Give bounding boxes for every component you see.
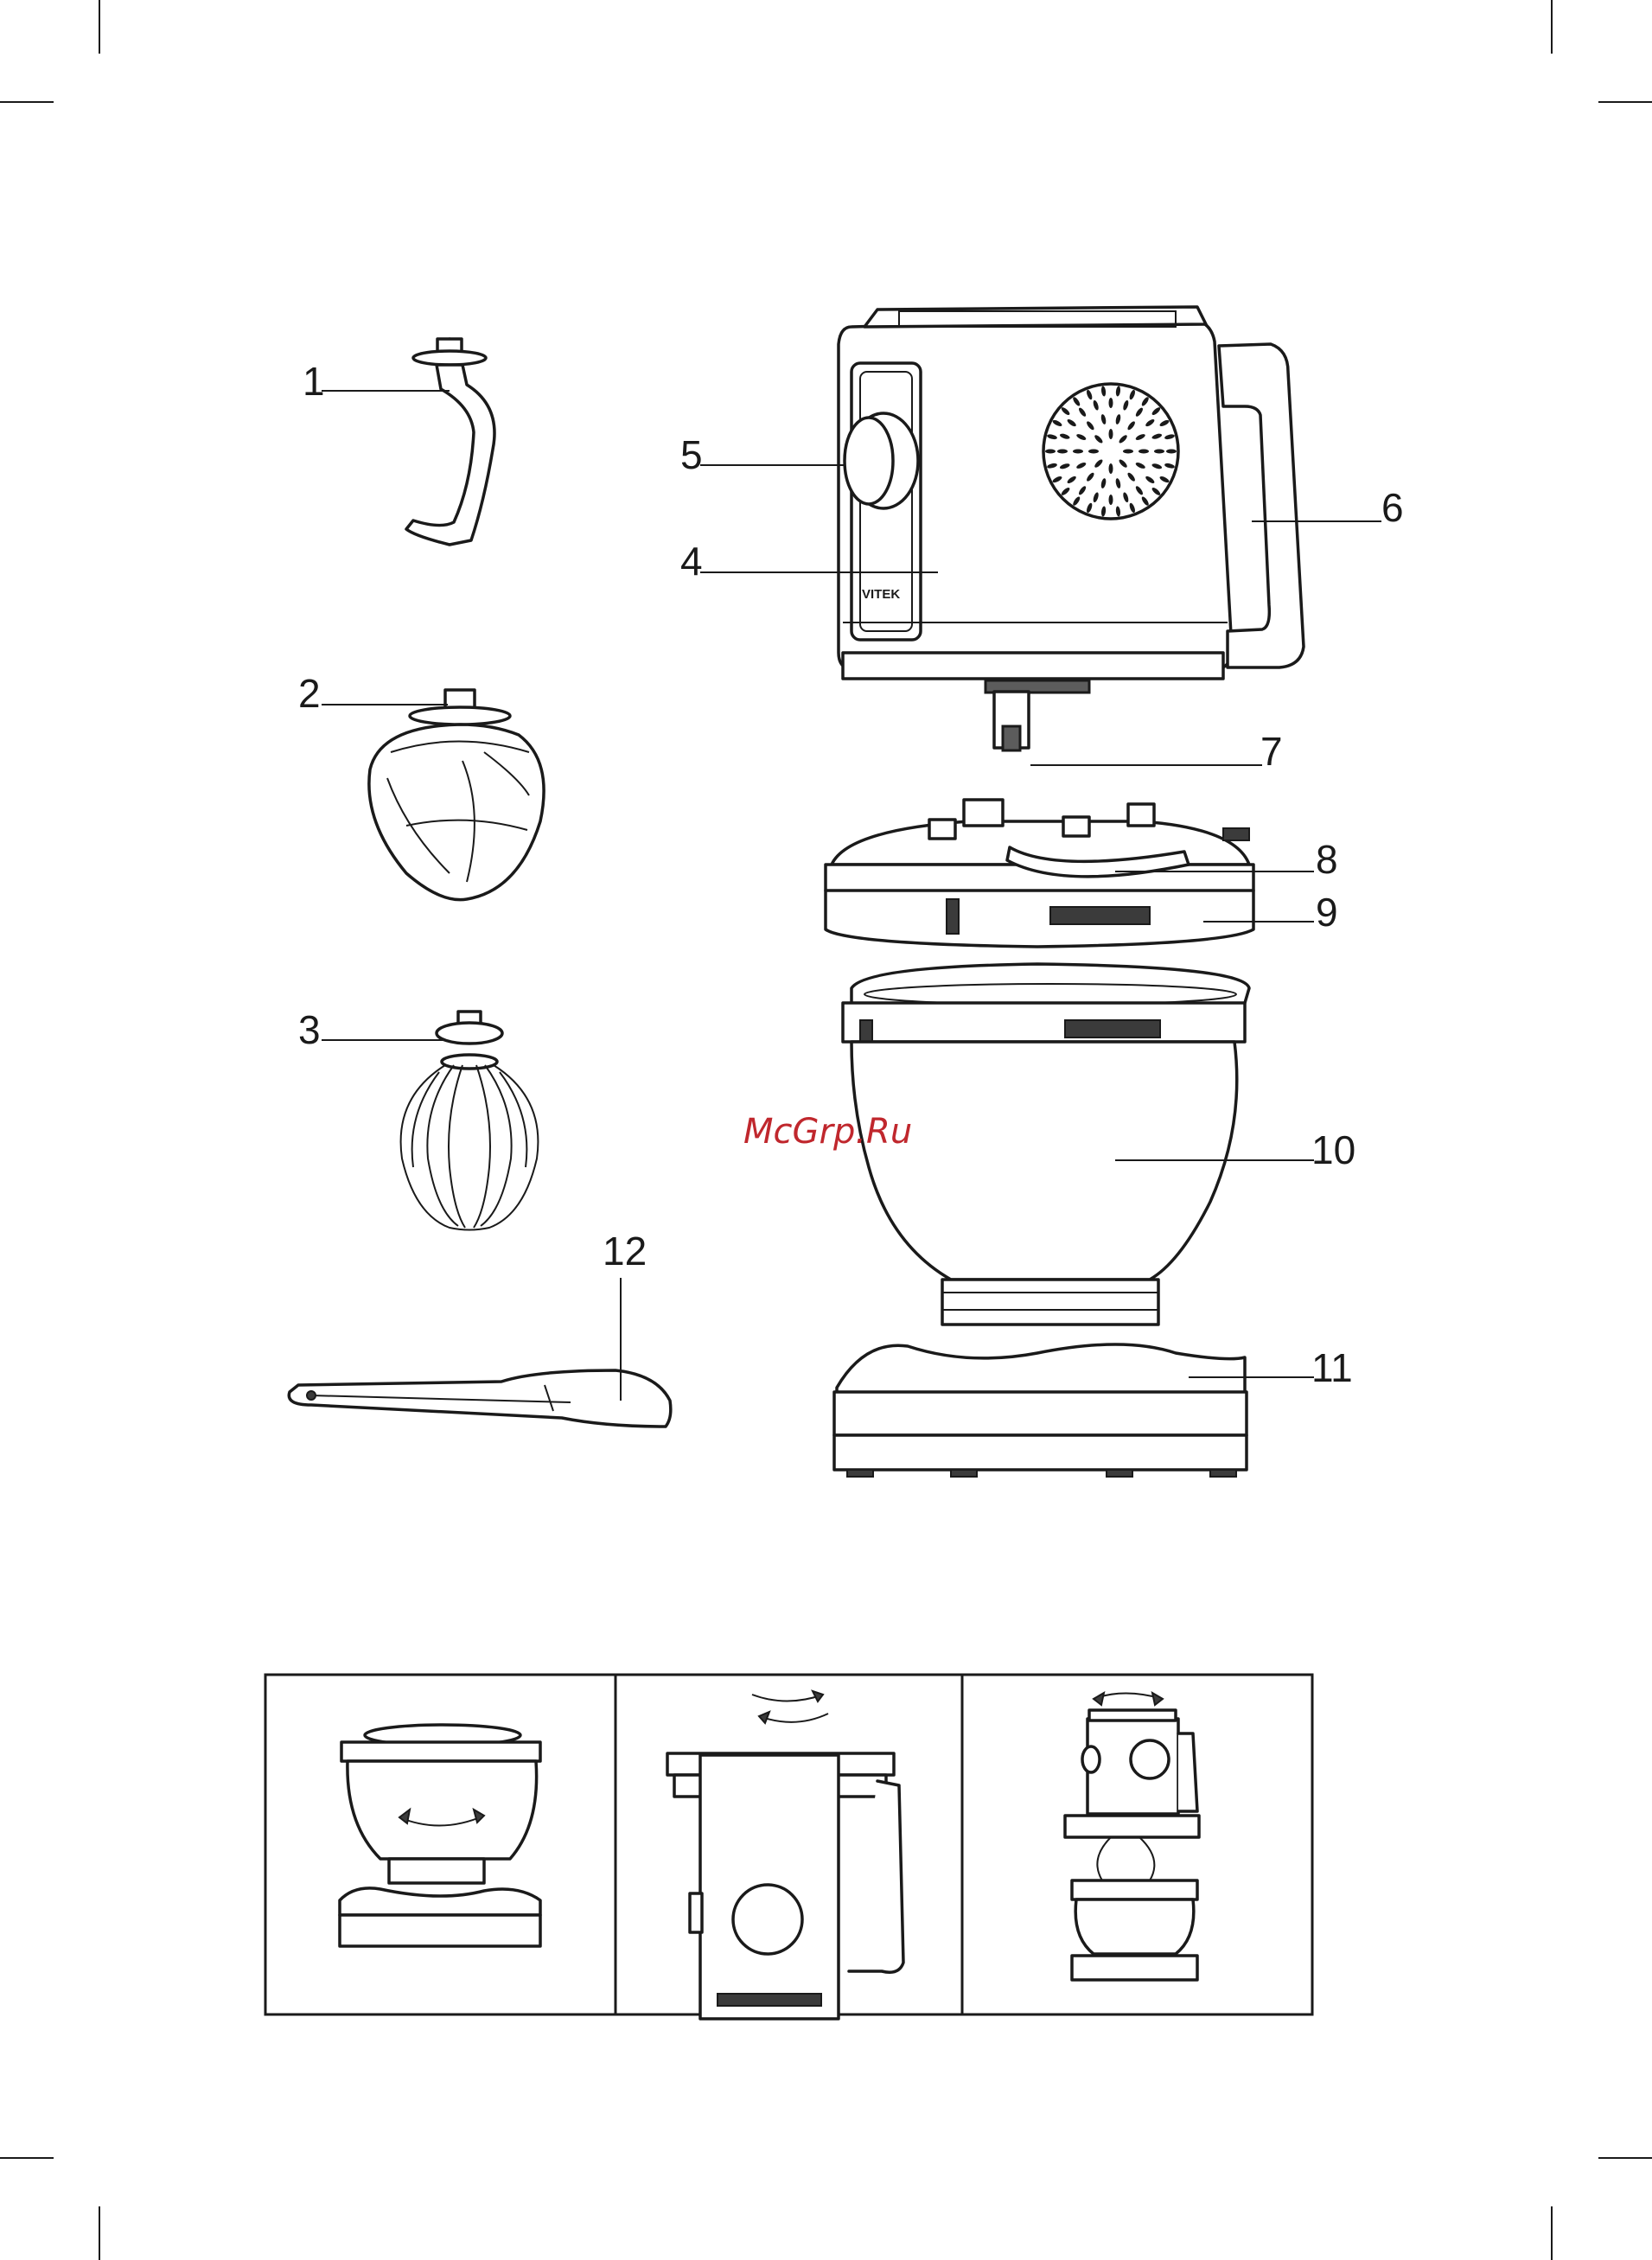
- bowl-lid-icon: [826, 800, 1253, 947]
- callout-11: 11: [1311, 1345, 1353, 1390]
- dough-hook-icon: [406, 339, 494, 545]
- step-1-bowl-on-base: [340, 1725, 540, 1946]
- vent-slot: [1057, 450, 1068, 454]
- callout-6: 6: [1381, 485, 1404, 530]
- vent-slot: [1045, 450, 1056, 454]
- callout-1: 1: [303, 359, 325, 404]
- callout-2: 2: [298, 671, 321, 716]
- step-2-lid-on-motor: [667, 1691, 903, 2019]
- callout-12: 12: [603, 1229, 647, 1274]
- vent-slot: [1088, 450, 1099, 454]
- callout-3: 3: [298, 1007, 321, 1052]
- vent-slot: [1123, 450, 1133, 454]
- vent-slot: [1154, 450, 1164, 454]
- callout-5: 5: [680, 432, 703, 477]
- vent-slot: [1166, 450, 1177, 454]
- vent-grille: [1043, 384, 1178, 519]
- callout-10: 10: [1311, 1127, 1355, 1172]
- callout-7: 7: [1260, 729, 1283, 774]
- callout-9: 9: [1316, 890, 1338, 935]
- base-icon: [834, 1344, 1247, 1477]
- brand-logo: VITEK: [862, 587, 900, 602]
- callout-4: 4: [680, 539, 703, 584]
- whisk-icon: [401, 1012, 539, 1230]
- vent-slot: [1109, 495, 1113, 505]
- rotate-arrow-icon: [752, 1695, 823, 1701]
- vent-slot: [1109, 429, 1113, 439]
- vent-slot: [1109, 463, 1113, 474]
- watermark: McGrp.Ru: [743, 1112, 912, 1152]
- vent-slot: [1139, 450, 1149, 454]
- vent-slot: [1109, 398, 1113, 408]
- step-3-full-assembly: [1065, 1693, 1199, 1980]
- callout-8: 8: [1316, 837, 1338, 882]
- assembly-steps-panel: [265, 1675, 1312, 2019]
- motor-unit-icon: [839, 307, 1304, 750]
- vent-slot: [1073, 450, 1083, 454]
- spatula-icon: [289, 1370, 671, 1427]
- flat-beater-icon: [369, 690, 544, 900]
